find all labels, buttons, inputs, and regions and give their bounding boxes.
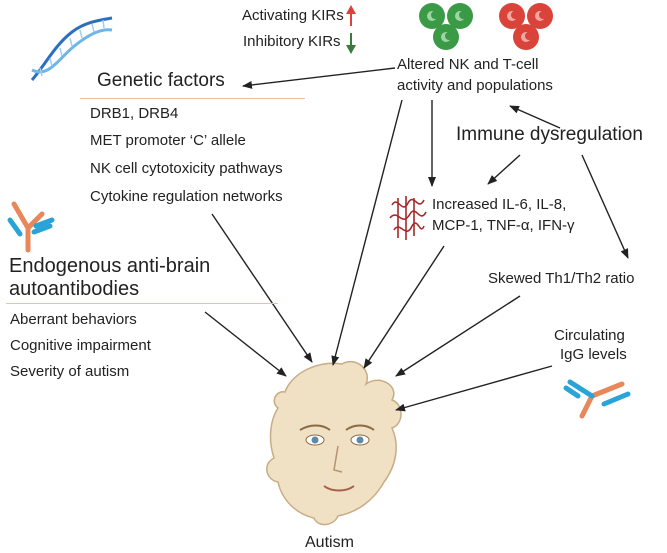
activating-kirs-label: Activating KIRs	[242, 7, 344, 24]
genetic-item: NK cell cytotoxicity pathways	[90, 160, 283, 177]
arrow-immune-to-cytokines	[487, 154, 521, 185]
dna-helix-icon	[30, 16, 113, 81]
green-down-arrow-icon	[346, 33, 356, 54]
skewed-th1-th2-label: Skewed Th1/Th2 ratio	[488, 270, 635, 287]
arrow-immune-to-nk	[509, 105, 561, 129]
red-up-arrow-icon	[346, 5, 356, 26]
genetic-item: MET promoter ‘C’ allele	[90, 132, 246, 149]
arrow-igg-to-autism	[395, 365, 553, 412]
autoantibody-item: Aberrant behaviors	[10, 311, 137, 328]
cytokines-line1: Increased IL-6, IL-8,	[432, 196, 567, 213]
inhibitory-kirs-label: Inhibitory KIRs	[243, 33, 341, 50]
arrow-cytokines-to-autism	[363, 245, 445, 369]
genetic-divider	[80, 98, 305, 99]
cytokine-protein-icon	[389, 196, 427, 240]
arrow-immune-to-skewed	[581, 154, 629, 259]
arrow-skewed-to-autism	[395, 295, 521, 377]
arrow-nk-to-genetic	[242, 67, 396, 89]
genetic-item: Cytokine regulation networks	[90, 188, 283, 205]
puzzle-head-icon	[266, 361, 402, 526]
autism-label: Autism	[305, 534, 354, 551]
nk-tcell-line2: activity and populations	[397, 77, 553, 94]
genetic-factors-title: Genetic factors	[97, 70, 225, 91]
nk-tcell-line1: Altered NK and T-cell	[397, 56, 539, 73]
arrow-nk-to-autism	[331, 99, 403, 366]
arrow-autoantibodies-to-autism	[204, 311, 287, 377]
autoantibody-item: Severity of autism	[10, 363, 130, 380]
igg-line2: IgG levels	[560, 346, 627, 363]
arrow-genetic-to-autism	[211, 213, 313, 363]
immune-dysregulation-title: Immune dysregulation	[456, 124, 643, 145]
t-cells-icon	[499, 3, 553, 50]
autoantibodies-title-line1: Endogenous anti-brain	[9, 255, 211, 277]
igg-line1: Circulating	[554, 327, 625, 344]
autoantibody-item: Cognitive impairment	[10, 337, 151, 354]
autoantibodies-divider	[6, 303, 278, 304]
arrows	[204, 67, 629, 412]
antibody-icon-right	[563, 379, 631, 419]
nk-cells-icon	[419, 3, 473, 50]
genetic-item: DRB1, DRB4	[90, 105, 179, 122]
antibody-icon-left	[7, 201, 55, 253]
autoantibodies-title-line2: autoantibodies	[9, 278, 140, 300]
cytokines-line2: MCP-1, TNF-α, IFN-γ	[432, 217, 575, 234]
